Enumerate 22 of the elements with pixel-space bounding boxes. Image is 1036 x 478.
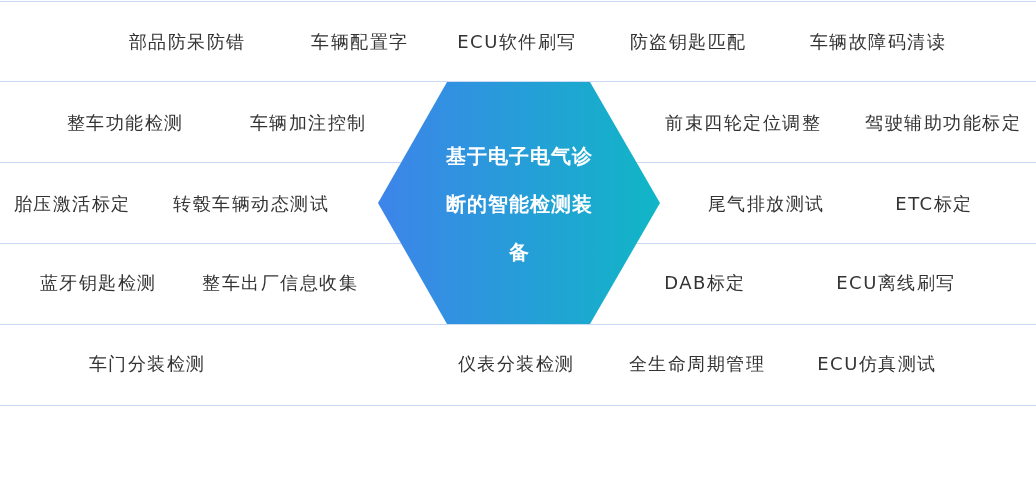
function-label: ETC标定 xyxy=(895,192,973,216)
function-label: 转毂车辆动态测试 xyxy=(173,192,329,216)
function-label: 全生命周期管理 xyxy=(628,352,766,376)
function-label: 车辆故障码清读 xyxy=(809,30,947,54)
hexagon-title: 基于电子电气诊断的智能检测装备 xyxy=(444,143,594,266)
function-label: DAB标定 xyxy=(664,271,746,295)
function-label: 部品防呆防错 xyxy=(128,30,246,54)
function-label: 蓝牙钥匙检测 xyxy=(39,271,157,295)
function-label: 仪表分装检测 xyxy=(457,352,575,376)
function-label: ECU仿真测试 xyxy=(817,352,937,376)
function-label: 车辆配置字 xyxy=(311,30,409,54)
function-label: 整车出厂信息收集 xyxy=(202,271,358,295)
function-label: 胎压激活标定 xyxy=(13,192,131,216)
function-label: 车门分装检测 xyxy=(88,352,206,376)
function-label: 防盗钥匙匹配 xyxy=(629,30,747,54)
function-label: 驾驶辅助功能标定 xyxy=(865,111,1021,135)
function-label: 前束四轮定位调整 xyxy=(665,111,821,135)
function-label: ECU离线刷写 xyxy=(836,271,956,295)
function-label: 车辆加注控制 xyxy=(249,111,367,135)
function-label: 尾气排放测试 xyxy=(707,192,825,216)
function-label: ECU软件刷写 xyxy=(457,30,577,54)
function-label: 整车功能检测 xyxy=(66,111,184,135)
